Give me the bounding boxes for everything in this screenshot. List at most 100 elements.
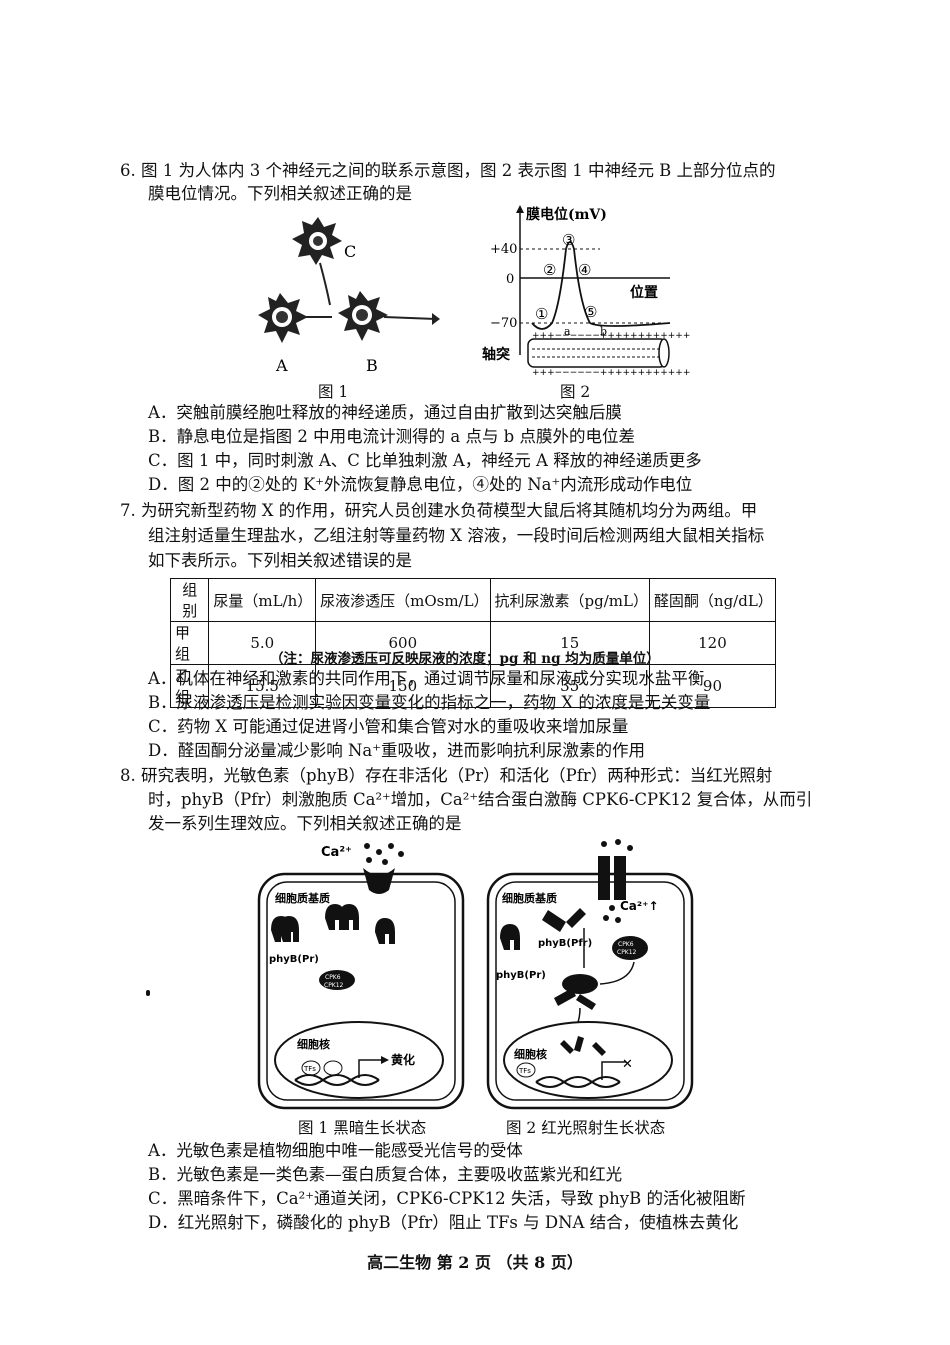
svg-text:✕: ✕	[622, 1057, 633, 1072]
q8-option-d: D．红光照射下，磷酸化的 phyB（Pfr）阻止 TFs 与 DNA 结合，使植…	[148, 1213, 739, 1232]
table-cell: 150	[315, 664, 491, 708]
neuron-a	[258, 293, 332, 343]
cpk12-label: CPK12	[617, 949, 637, 956]
q6-fig1-caption: 图 1	[318, 383, 349, 401]
q7-option-a: A．机体在神经和激素的共同作用下，通过调节尿量和尿液成分实现水盐平衡	[148, 669, 705, 688]
q8-fig1-caption: 图 1 黑暗生长状态	[298, 1119, 427, 1137]
point-3: ③	[562, 231, 575, 249]
phyb-pr-label: phyB(Pr)	[269, 954, 319, 965]
phyb-pr-molecules	[271, 904, 395, 944]
svg-text:+++−−−−−−++++++++++++: +++−−−−−−++++++++++++	[532, 368, 690, 378]
label-b-point: b	[600, 325, 607, 338]
q7-stem-line1: 7. 为研究新型药物 X 的作用，研究人员创建水负荷模型大鼠后将其随机均分为两组…	[120, 501, 758, 520]
table-cell: 15.5	[208, 664, 317, 708]
cytoplasm-label: 细胞质基质	[502, 891, 557, 905]
table-cell: 乙组	[169, 664, 210, 708]
cpk-complex	[319, 970, 355, 990]
q8-stem-line2: 时，phyB（Pfr）刺激胞质 Ca²⁺增加，Ca²⁺结合蛋白激酶 CPK6-C…	[148, 790, 813, 809]
table-cell: 90	[648, 664, 777, 708]
nucleus-label: 细胞核	[514, 1047, 547, 1061]
q7-option-c: C．药物 X 可能通过促进肾小管和集合管对水的重吸收来增加尿量	[148, 717, 629, 736]
scan-speck	[146, 990, 150, 996]
nucleus-label: 细胞核	[297, 1037, 330, 1051]
q6-option-a: A．突触前膜经胞吐释放的神经递质，通过自由扩散到达突触后膜	[148, 403, 622, 422]
q7-table-note: （注：尿液渗透压可反映尿液的浓度；pg 和 ng 均为质量单位）	[270, 651, 660, 667]
point-4: ④	[578, 261, 591, 279]
potential-curve	[531, 241, 671, 330]
q8-fig2-caption: 图 2 红光照射生长状态	[506, 1119, 666, 1137]
q6-option-c: C．图 1 中，同时刺激 A、C 比单独刺激 A，神经元 A 释放的神经递质更多	[148, 451, 702, 470]
table-cell: 35	[489, 664, 650, 708]
table-cell: 15	[489, 621, 650, 665]
cpk12-label: CPK12	[324, 982, 344, 989]
q8-option-a: A．光敏色素是植物细胞中唯一能感受光信号的受体	[148, 1141, 523, 1160]
label-a-point: a	[564, 325, 571, 338]
q6-option-b: B．静息电位是指图 2 中用电流计测得的 a 点与 b 点膜外的电位差	[148, 427, 635, 446]
phyb-pfr-molecule	[542, 908, 586, 932]
q7-option-d: D．醛固酮分泌量减少影响 Na⁺重吸收，进而影响抗利尿激素的作用	[148, 741, 645, 760]
q8-stem-line3: 发一系列生理效应。下列相关叙述正确的是	[148, 814, 462, 833]
header-cell: 尿液渗透压（mOsm/L）	[315, 578, 491, 622]
header-cell: 醛固酮（ng/dL）	[648, 578, 777, 622]
nucleus	[503, 1021, 673, 1099]
q6-figure2-potential: 膜电位(mV) 位置 +40 0 −70 ① ② ③ ④ ⑤ a b +++−−…	[482, 205, 690, 378]
table-cell: 600	[315, 621, 491, 665]
point-2: ②	[543, 261, 556, 279]
q7-stem-line3: 如下表所示。下列相关叙述错误的是	[148, 551, 412, 570]
q8-option-c: C．黑暗条件下，Ca²⁺通道关闭，CPK6-CPK12 失活，导致 phyB 的…	[148, 1189, 746, 1208]
tfs-dna: TFs	[294, 1056, 389, 1086]
header-cell: 组别	[169, 578, 210, 622]
q8-stem-line1: 8. 研究表明，光敏色素（phyB）存在非活化（Pr）和活化（Pfr）两种形式：…	[120, 766, 773, 785]
q6-figure1-neurons: C A B	[258, 217, 440, 375]
header-cell: 尿量（mL/h）	[208, 578, 317, 622]
q6-stem-line2: 膜电位情况。下列相关叙述正确的是	[148, 184, 412, 203]
neuron-b	[338, 291, 440, 341]
q7-option-b: B．尿液渗透压是检测实验因变量变化的指标之一，药物 X 的浓度是无关变量	[148, 693, 711, 712]
label-a: A	[275, 356, 288, 375]
ca-up-label: Ca²⁺↑	[620, 899, 659, 913]
label-b: B	[366, 356, 378, 375]
phyb-pfr-label: phyB(Pfr)	[538, 938, 592, 949]
tfs-label: TFs	[303, 1065, 316, 1073]
label-c: C	[344, 242, 356, 261]
point-5: ⑤	[584, 303, 597, 321]
calcium-ions	[364, 843, 404, 865]
closed-ca-channel	[363, 868, 395, 894]
y-axis-label: 膜电位(mV)	[526, 206, 607, 223]
phyb-pr-label: phyB(Pr)	[496, 970, 546, 981]
header-cell: 抗利尿激素（pg/mL）	[489, 578, 650, 622]
phyb-pr-molecule	[500, 924, 520, 950]
tfs-label: TFs	[518, 1067, 531, 1075]
table-cell: 5.0	[208, 621, 317, 665]
x-axis-label: 位置	[630, 284, 658, 301]
q8-option-b: B．光敏色素是一类色素—蛋白质复合体，主要吸收蓝紫光和红光	[148, 1165, 623, 1184]
axon-drawing: +++−−−−−−++++++++++++ +++−−−−−−+++++++++…	[527, 331, 690, 378]
q6-option-d: D．图 2 中的②处的 K⁺外流恢复静息电位，④处的 Na⁺内流形成动作电位	[148, 475, 693, 494]
cpk6-label: CPK6	[325, 974, 341, 981]
q8-figure2-red-light-cell: Ca²⁺↑ 细胞质基质 phyB(Pfr) phyB(Pr) CPK6 CPK1…	[486, 839, 694, 1110]
table-cell: 甲组	[169, 621, 210, 665]
cytoplasm-label: 细胞质基质	[275, 891, 330, 905]
cpk-complex-free	[612, 936, 648, 960]
table-header-row: 组别 尿量（mL/h） 尿液渗透压（mOsm/L） 抗利尿激素（pg/mL） 醛…	[169, 578, 777, 622]
svg-text:+++−−−−−−++++++++++++: +++−−−−−−++++++++++++	[532, 331, 690, 341]
cpk6-label: CPK6	[618, 941, 634, 948]
q7-stem-line2: 组注射适量生理盐水，乙组注射等量药物 X 溶液，一段时间后检测两组大鼠相关指标	[148, 526, 765, 545]
q6-fig2-caption: 图 2	[560, 383, 591, 401]
point-1: ①	[535, 305, 548, 323]
axon-label: 轴突	[482, 346, 510, 363]
q8-figure1-dark-cell: Ca²⁺ 细胞质基质 phyB(Pr) CPK6 CPK12 细胞核 TFs	[257, 843, 465, 1110]
etiolation-label: 黄化	[391, 1052, 415, 1067]
table-cell: 120	[648, 621, 777, 665]
table-row: 乙组 15.5 150 35 90	[169, 664, 777, 708]
page-footer: 高二生物 第 2 页 （共 8 页）	[367, 1253, 583, 1272]
neuron-c	[292, 217, 342, 306]
q7-data-table: 组别 尿量（mL/h） 尿液渗透压（mOsm/L） 抗利尿激素（pg/mL） 醛…	[169, 578, 777, 708]
open-ca-channel	[598, 839, 633, 923]
tick-plus40: +40	[490, 242, 517, 257]
phyb-pfr-bound	[554, 988, 596, 1010]
tfs-dna-blocked: TFs ✕	[516, 1036, 633, 1088]
tick-zero: 0	[506, 272, 514, 287]
q6-stem-line1: 6. 图 1 为人体内 3 个神经元之间的联系示意图，图 2 表示图 1 中神经…	[120, 161, 776, 180]
